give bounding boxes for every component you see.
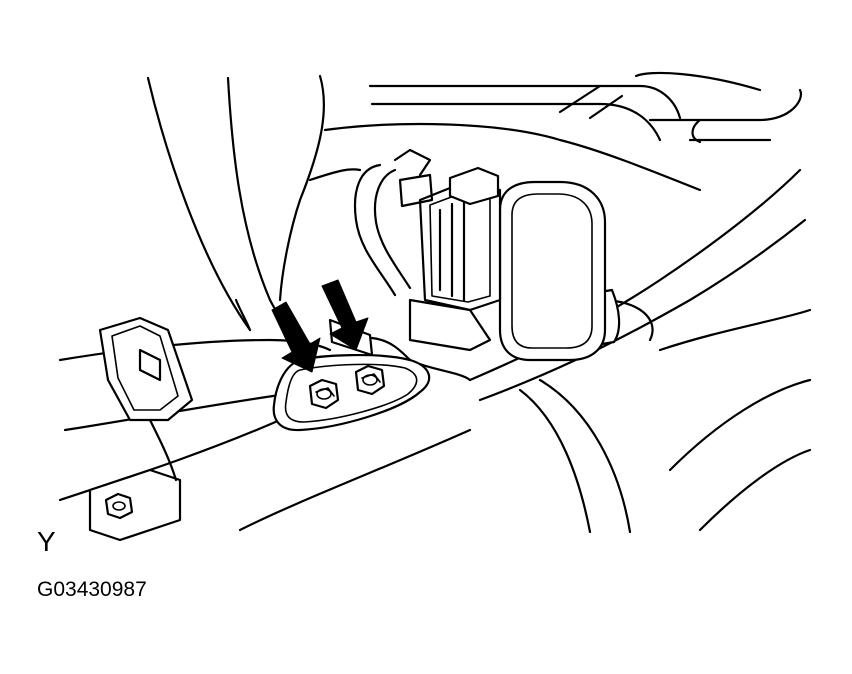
sensor-module [328, 148, 607, 382]
lower-left-bracket [88, 418, 182, 542]
left-body-panel [58, 76, 472, 532]
upper-hoses [278, 71, 803, 302]
mounting-bracket [272, 353, 431, 432]
callout-arrow-icon [321, 279, 369, 351]
bolt-icon [354, 364, 386, 396]
callout-arrow-icon [271, 301, 321, 373]
figure-code: G03430987 [37, 578, 147, 601]
left-clamp [98, 316, 194, 422]
bolt-icon [308, 378, 340, 410]
view-label: Y [37, 526, 56, 557]
